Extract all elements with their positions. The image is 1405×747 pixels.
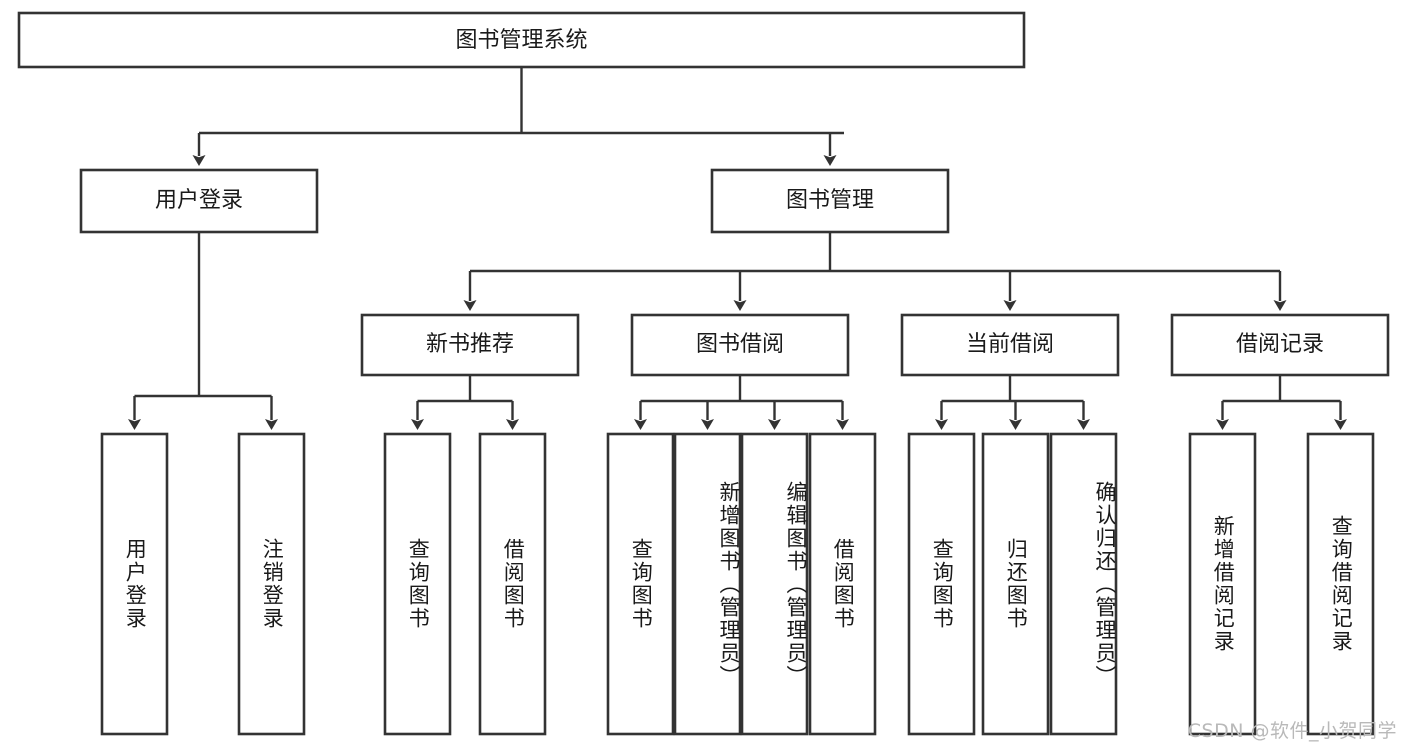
connectors-recommend-to-leaves xyxy=(411,375,519,430)
leaf-box-add-book[interactable] xyxy=(673,432,742,736)
node-current-borrow-box xyxy=(900,313,1120,377)
node-borrow-record-label: 借阅记录 xyxy=(1236,332,1324,357)
leaf-box-query-record[interactable] xyxy=(1306,432,1375,736)
connectors-root-to-level2 xyxy=(192,67,844,166)
node-user-login[interactable]: 用户登录 xyxy=(79,168,319,234)
leaf-box-user-login[interactable] xyxy=(100,432,169,736)
node-current-borrow[interactable]: 当前借阅 xyxy=(900,313,1120,377)
node-borrow-record-box xyxy=(1170,313,1390,377)
leaf-box-borrow-book-1[interactable] xyxy=(478,432,547,736)
node-book-manage-label: 图书管理 xyxy=(786,188,874,213)
connectors-userlogin-to-leaves xyxy=(128,232,278,430)
leaf-box-query-book-1[interactable] xyxy=(383,432,452,736)
leaf-box-query-book-3[interactable] xyxy=(907,432,976,736)
leaf-box-query-book-2[interactable] xyxy=(606,432,675,736)
connectors-borrow-to-leaves xyxy=(634,375,849,430)
leaf-box-add-record[interactable] xyxy=(1188,432,1257,736)
leaf-box-borrow-book-2[interactable] xyxy=(808,432,877,736)
node-root[interactable]: 图书管理系统 xyxy=(17,11,1026,69)
leaf-box-return-book[interactable] xyxy=(981,432,1050,736)
node-root-box xyxy=(17,11,1026,69)
node-user-login-label: 用户登录 xyxy=(155,188,243,213)
leaf-box-user-logout[interactable] xyxy=(237,432,306,736)
node-current-borrow-label: 当前借阅 xyxy=(966,332,1054,357)
node-new-book-recommend-box xyxy=(360,313,580,377)
leaf-box-edit-book[interactable] xyxy=(740,432,809,736)
node-borrow-record[interactable]: 借阅记录 xyxy=(1170,313,1390,377)
node-new-book-recommend-label: 新书推荐 xyxy=(426,332,514,357)
leaf-box-confirm-return[interactable] xyxy=(1049,432,1118,736)
node-root-label: 图书管理系统 xyxy=(455,28,587,53)
node-book-borrow-box xyxy=(630,313,850,377)
node-book-borrow[interactable]: 图书借阅 xyxy=(630,313,850,377)
node-book-borrow-label: 图书借阅 xyxy=(696,332,784,357)
connectors-current-to-leaves xyxy=(935,375,1090,430)
node-book-manage[interactable]: 图书管理 xyxy=(710,168,950,234)
leaf-boxes xyxy=(100,432,1375,736)
csdn-watermark: CSDN @软件_小贺同学 xyxy=(1187,720,1397,742)
node-book-manage-box xyxy=(710,168,950,234)
node-user-login-box xyxy=(79,168,319,234)
connectors-record-to-leaves xyxy=(1216,375,1347,430)
connectors-bookmanage-to-level3 xyxy=(463,232,1287,311)
node-new-book-recommend[interactable]: 新书推荐 xyxy=(360,313,580,377)
